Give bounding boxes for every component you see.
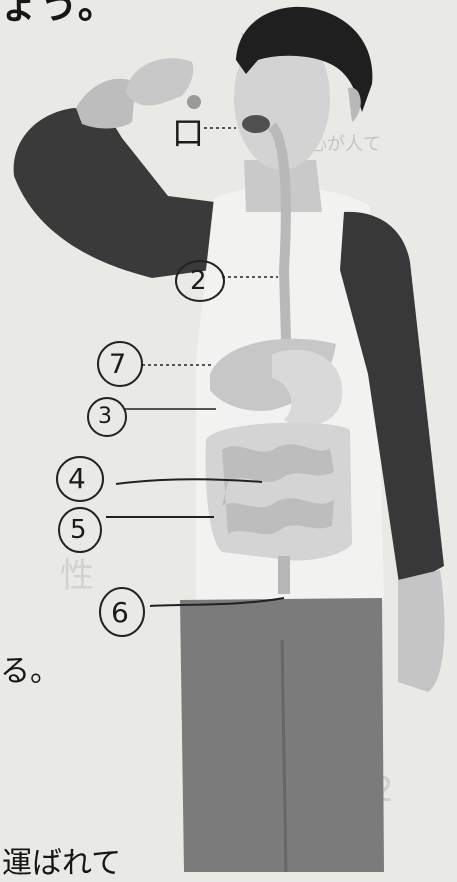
label-stomach: 3 [98, 404, 112, 429]
label-mouth: 口 [172, 108, 204, 154]
large-intestine-frame [206, 423, 352, 561]
label-esophagus: 2 [190, 266, 207, 296]
hand [126, 58, 193, 105]
label-liver: 7 [109, 349, 126, 380]
label-small-intestine: 4 [68, 462, 86, 495]
bottom-text-fragment: 運ばれて [2, 838, 121, 882]
mouth-open [242, 115, 270, 133]
label-anus: 6 [111, 596, 129, 629]
middle-text-fragment: る。 [0, 646, 60, 690]
forearm [76, 79, 136, 129]
food-piece [187, 95, 201, 109]
right-hand [398, 570, 444, 692]
label-large-intestine: 5 [70, 515, 87, 545]
pants [180, 598, 384, 872]
